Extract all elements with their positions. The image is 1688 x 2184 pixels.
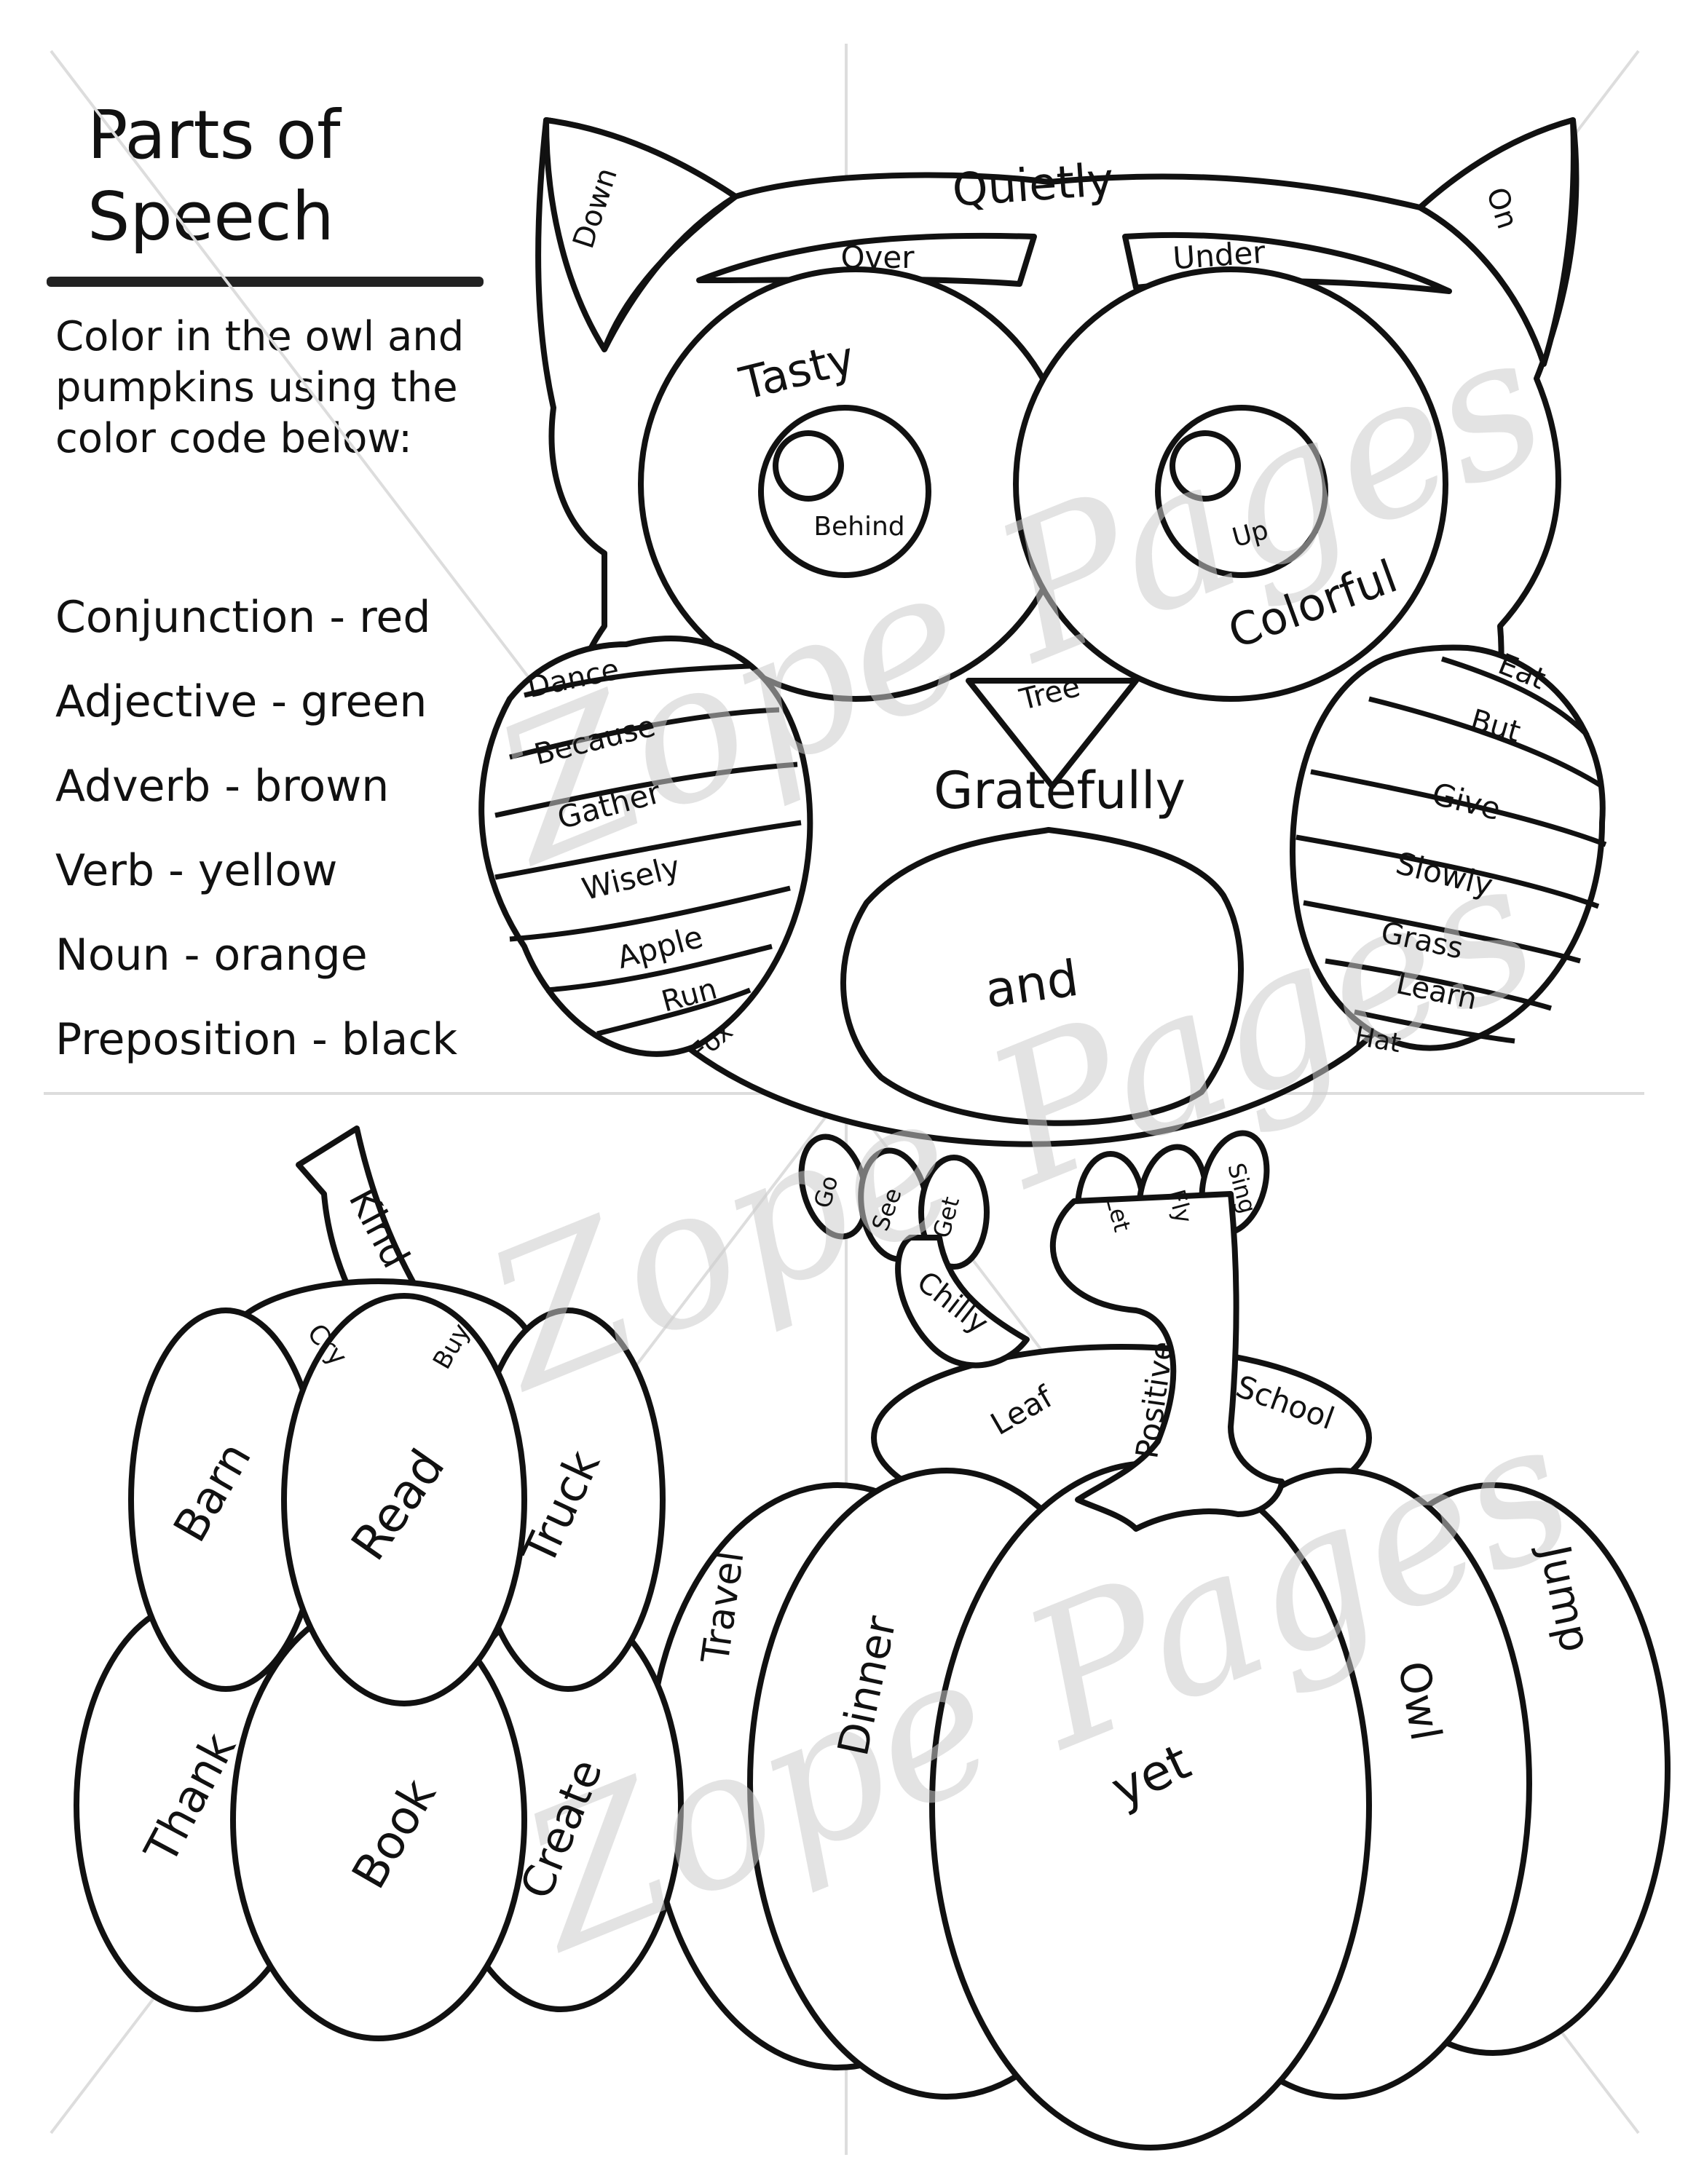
color-code-preposition: Preposition - black: [55, 1014, 458, 1065]
color-code-adverb: Adverb - brown: [55, 761, 390, 812]
color-code-adjective: Adjective - green: [55, 676, 427, 727]
owl-head-word: Quietly: [950, 152, 1115, 216]
page-title: Parts of Speech: [87, 96, 341, 256]
color-code-list: Conjunction - red Adjective - green Adve…: [55, 575, 457, 1082]
color-code-noun: Noun - orange: [55, 930, 368, 981]
color-code-conjunction: Conjunction - red: [55, 592, 431, 643]
owl-chest-word: Gratefully: [934, 761, 1186, 820]
small-pumpkin-top-center[interactable]: [281, 1293, 527, 1706]
owl-belly[interactable]: [840, 827, 1244, 1126]
owl-beak[interactable]: [966, 678, 1139, 789]
owl-belly-word: and: [982, 950, 1082, 1020]
owl-head-line: [602, 194, 1547, 365]
owl-eye-highlight-left: [773, 430, 844, 502]
big-pumpkin-stem[interactable]: [1049, 1191, 1285, 1532]
instructions-text: Color in the owl and pumpkins using the …: [55, 313, 465, 462]
owl-pupil-left-word: Behind: [813, 512, 904, 542]
owl-brow-right-word: Under: [1172, 234, 1267, 277]
big-pumpkin-tail[interactable]: [895, 1235, 1030, 1369]
wing-stripes: [494, 656, 1607, 1044]
title-underline: [47, 277, 484, 287]
owl-brow-left-word: Over: [840, 240, 915, 275]
owl-eye-highlight-right: [1170, 430, 1241, 502]
color-code-verb: Verb - yellow: [55, 845, 338, 896]
